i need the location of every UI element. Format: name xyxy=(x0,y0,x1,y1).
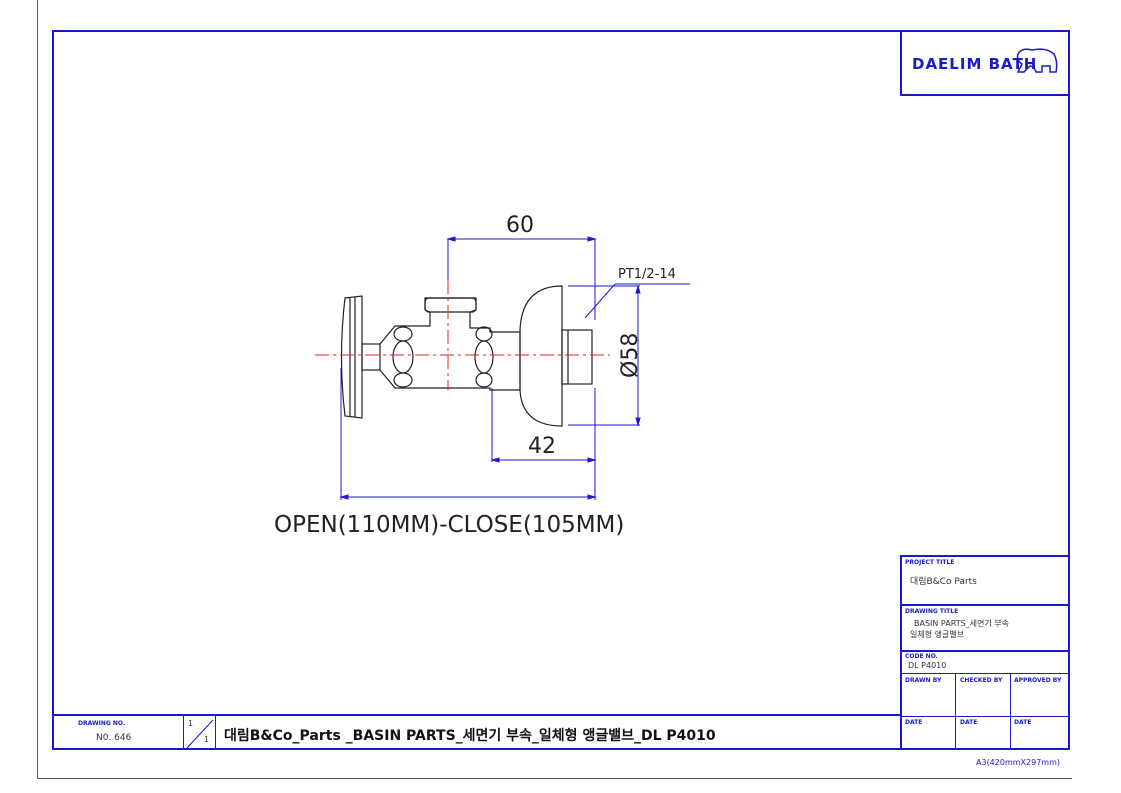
code-label: CODE NO. xyxy=(905,653,938,660)
escutcheon xyxy=(519,285,563,427)
dim-58-label: Ø58 xyxy=(618,332,643,378)
date-label-3: DATE xyxy=(1014,719,1032,726)
paper-size: A3(420mmX297mm) xyxy=(976,758,1060,767)
length-note: OPEN(110MM)-CLOSE(105MM) xyxy=(274,512,625,538)
project-title-label: PROJECT TITLE xyxy=(905,559,955,566)
drawing-no: N0. 646 xyxy=(96,733,132,743)
drawing-no-label: DRAWING NO. xyxy=(78,720,126,727)
polar-bear-logo-icon xyxy=(1016,48,1058,73)
sheet-total: 1 xyxy=(204,735,210,744)
drawing-title-line2: 일체형 앵글밸브 xyxy=(910,630,965,639)
bottom-strip: DRAWING NO. N0. 646 1 1 대림B&Co_Parts _BA… xyxy=(52,714,900,750)
drawn-by-label: DRAWN BY xyxy=(905,677,942,684)
sheet-divider-icon xyxy=(186,719,214,749)
leader-line xyxy=(584,283,616,319)
thread-callout: PT1/2-14 xyxy=(618,267,676,282)
logo-box: DAELIM BATH xyxy=(900,30,1068,96)
date-label-1: DATE xyxy=(905,719,923,726)
sheet-number: 1 xyxy=(188,719,194,728)
title-block: PROJECT TITLE 대림B&Co Parts DRAWING TITLE… xyxy=(900,555,1068,750)
code-value: DL P4010 xyxy=(908,661,947,670)
dim-42-label: 42 xyxy=(528,434,556,459)
date-label-2: DATE xyxy=(960,719,978,726)
handwheel xyxy=(340,295,363,419)
drawing-title-line1: BASIN PARTS_세면기 부속 xyxy=(914,619,1009,628)
dim-60-label: 60 xyxy=(506,213,534,238)
logo-text: DAELIM BATH xyxy=(912,55,1038,73)
page-bottom-edge xyxy=(37,778,1072,779)
drawing-frame xyxy=(52,30,1070,750)
project-title: 대림B&Co Parts xyxy=(910,577,977,587)
drawing-full-title: 대림B&Co_Parts _BASIN PARTS_세면기 부속_일체형 앵글밸… xyxy=(224,728,716,744)
drawing-title-label: DRAWING TITLE xyxy=(905,608,959,615)
page-left-edge xyxy=(37,0,38,779)
checked-by-label: CHECKED BY xyxy=(960,677,1003,684)
approved-by-label: APPROVED BY xyxy=(1014,677,1062,684)
